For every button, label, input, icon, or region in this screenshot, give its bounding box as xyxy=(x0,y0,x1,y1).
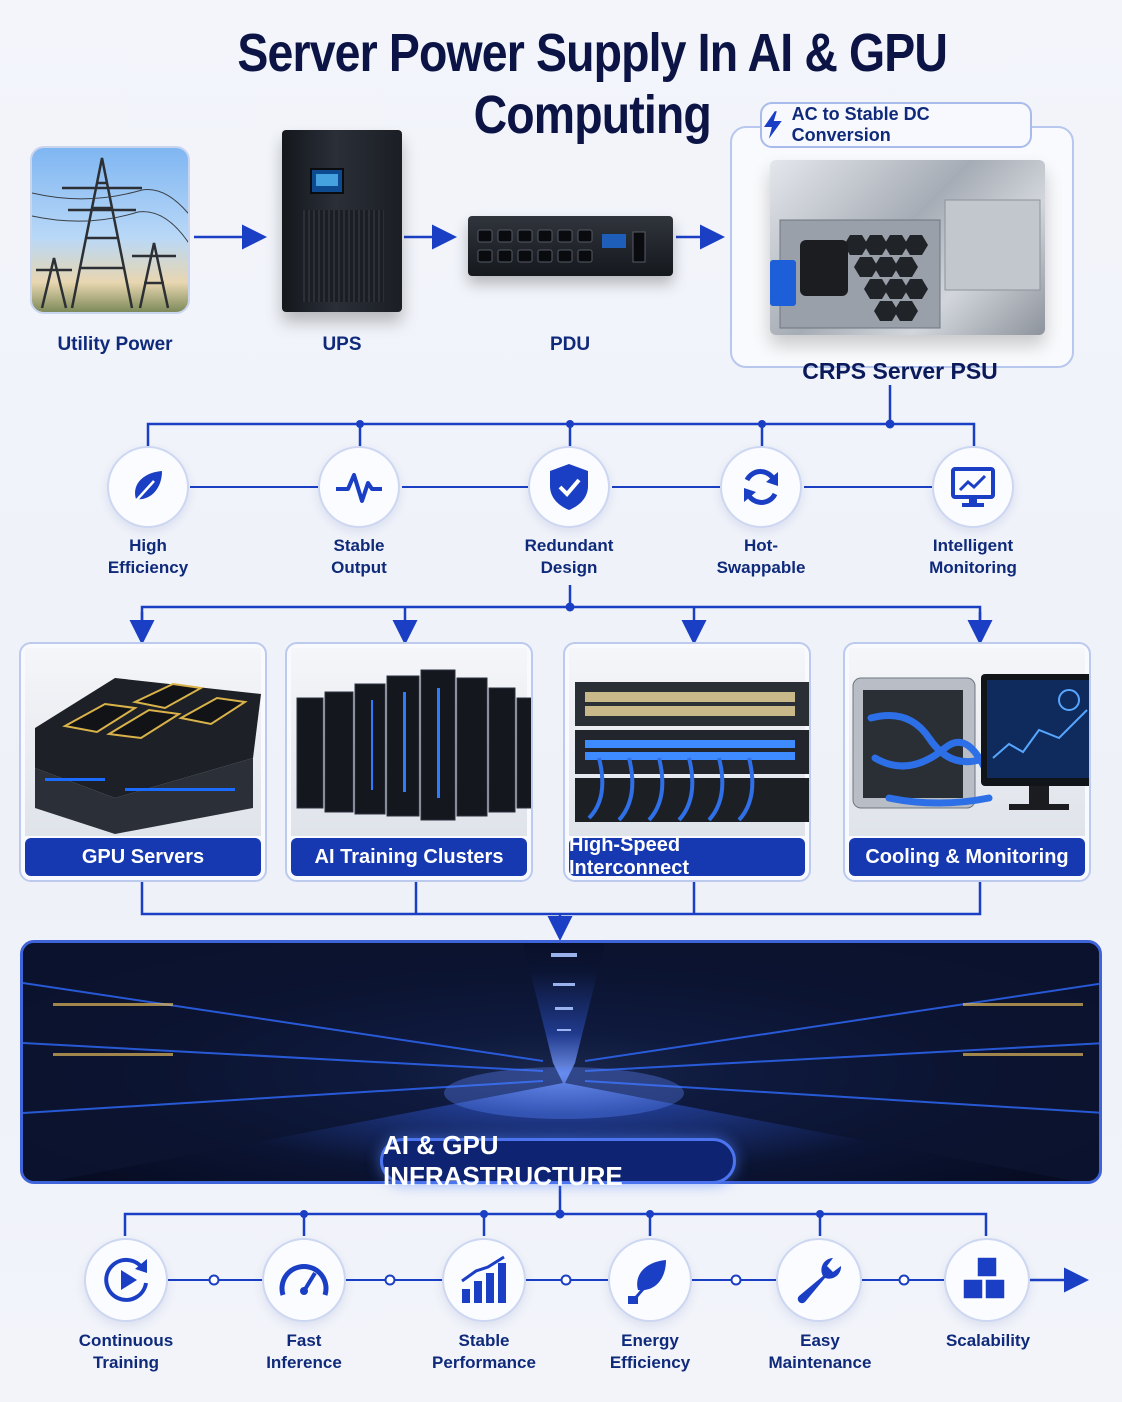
ac-dc-badge-label: AC to Stable DC Conversion xyxy=(791,104,930,145)
shield-check-icon xyxy=(550,464,588,510)
feature-label: Hot-Swappable xyxy=(716,536,806,577)
feature-high-efficiency xyxy=(107,446,189,528)
ups-label: UPS xyxy=(322,334,362,355)
utility-power-image xyxy=(30,146,190,314)
infrastructure-label: AI & GPU INFRASTRUCTURE xyxy=(380,1130,736,1191)
speedometer-icon xyxy=(279,1263,329,1296)
ups-image xyxy=(282,130,402,312)
wrench-icon xyxy=(797,1258,842,1304)
gpu-server-image xyxy=(25,648,261,836)
cooling-monitoring-image xyxy=(849,648,1089,836)
benefit-stable-performance xyxy=(442,1238,526,1322)
card-ai-training-clusters: AI Training Clusters xyxy=(285,642,533,882)
feature-hot-swappable xyxy=(720,446,802,528)
card-cooling-monitoring: Cooling & Monitoring xyxy=(843,642,1091,882)
benefit-continuous-training xyxy=(84,1238,168,1322)
page-title: Server Power Supply In AI & GPU Computin… xyxy=(237,23,948,145)
leaf-icon xyxy=(133,471,162,504)
feature-intelligent-monitoring xyxy=(932,446,1014,528)
card-label: High-Speed Interconnect xyxy=(569,834,805,879)
pdu-image xyxy=(468,216,673,276)
refresh-icon xyxy=(744,469,778,505)
pulse-icon xyxy=(336,473,382,503)
card-label: Cooling & Monitoring xyxy=(849,838,1085,876)
cubes-icon xyxy=(962,1256,1006,1300)
card-gpu-servers: GPU Servers xyxy=(19,642,267,882)
psu-label: CRPS Server PSU xyxy=(802,358,998,384)
training-cluster-image xyxy=(291,648,531,836)
benefit-easy-maintenance xyxy=(776,1238,862,1322)
card-high-speed-interconnect: High-Speed Interconnect xyxy=(563,642,811,882)
benefit-scalability xyxy=(944,1238,1030,1322)
card-label: GPU Servers xyxy=(25,838,261,876)
ac-dc-badge: AC to Stable DC Conversion xyxy=(760,102,1032,148)
lightning-icon xyxy=(763,111,782,139)
interconnect-image xyxy=(569,648,809,836)
card-label: AI Training Clusters xyxy=(291,838,527,876)
benefit-energy-efficiency xyxy=(608,1238,692,1322)
monitor-chart-icon xyxy=(951,467,995,507)
benefit-fast-inference xyxy=(262,1238,346,1322)
pdu-label: PDU xyxy=(549,334,591,355)
bar-growth-icon xyxy=(461,1255,506,1303)
benefit-label: Scalability xyxy=(945,1331,1031,1350)
utility-power-label: Utility Power xyxy=(57,334,173,355)
play-cycle-icon xyxy=(104,1257,148,1302)
feature-stable-output xyxy=(318,446,400,528)
feature-redundant-design xyxy=(528,446,610,528)
infrastructure-image xyxy=(20,940,1102,1184)
crps-psu-image xyxy=(770,160,1045,335)
leaf-plug-icon xyxy=(628,1260,666,1304)
